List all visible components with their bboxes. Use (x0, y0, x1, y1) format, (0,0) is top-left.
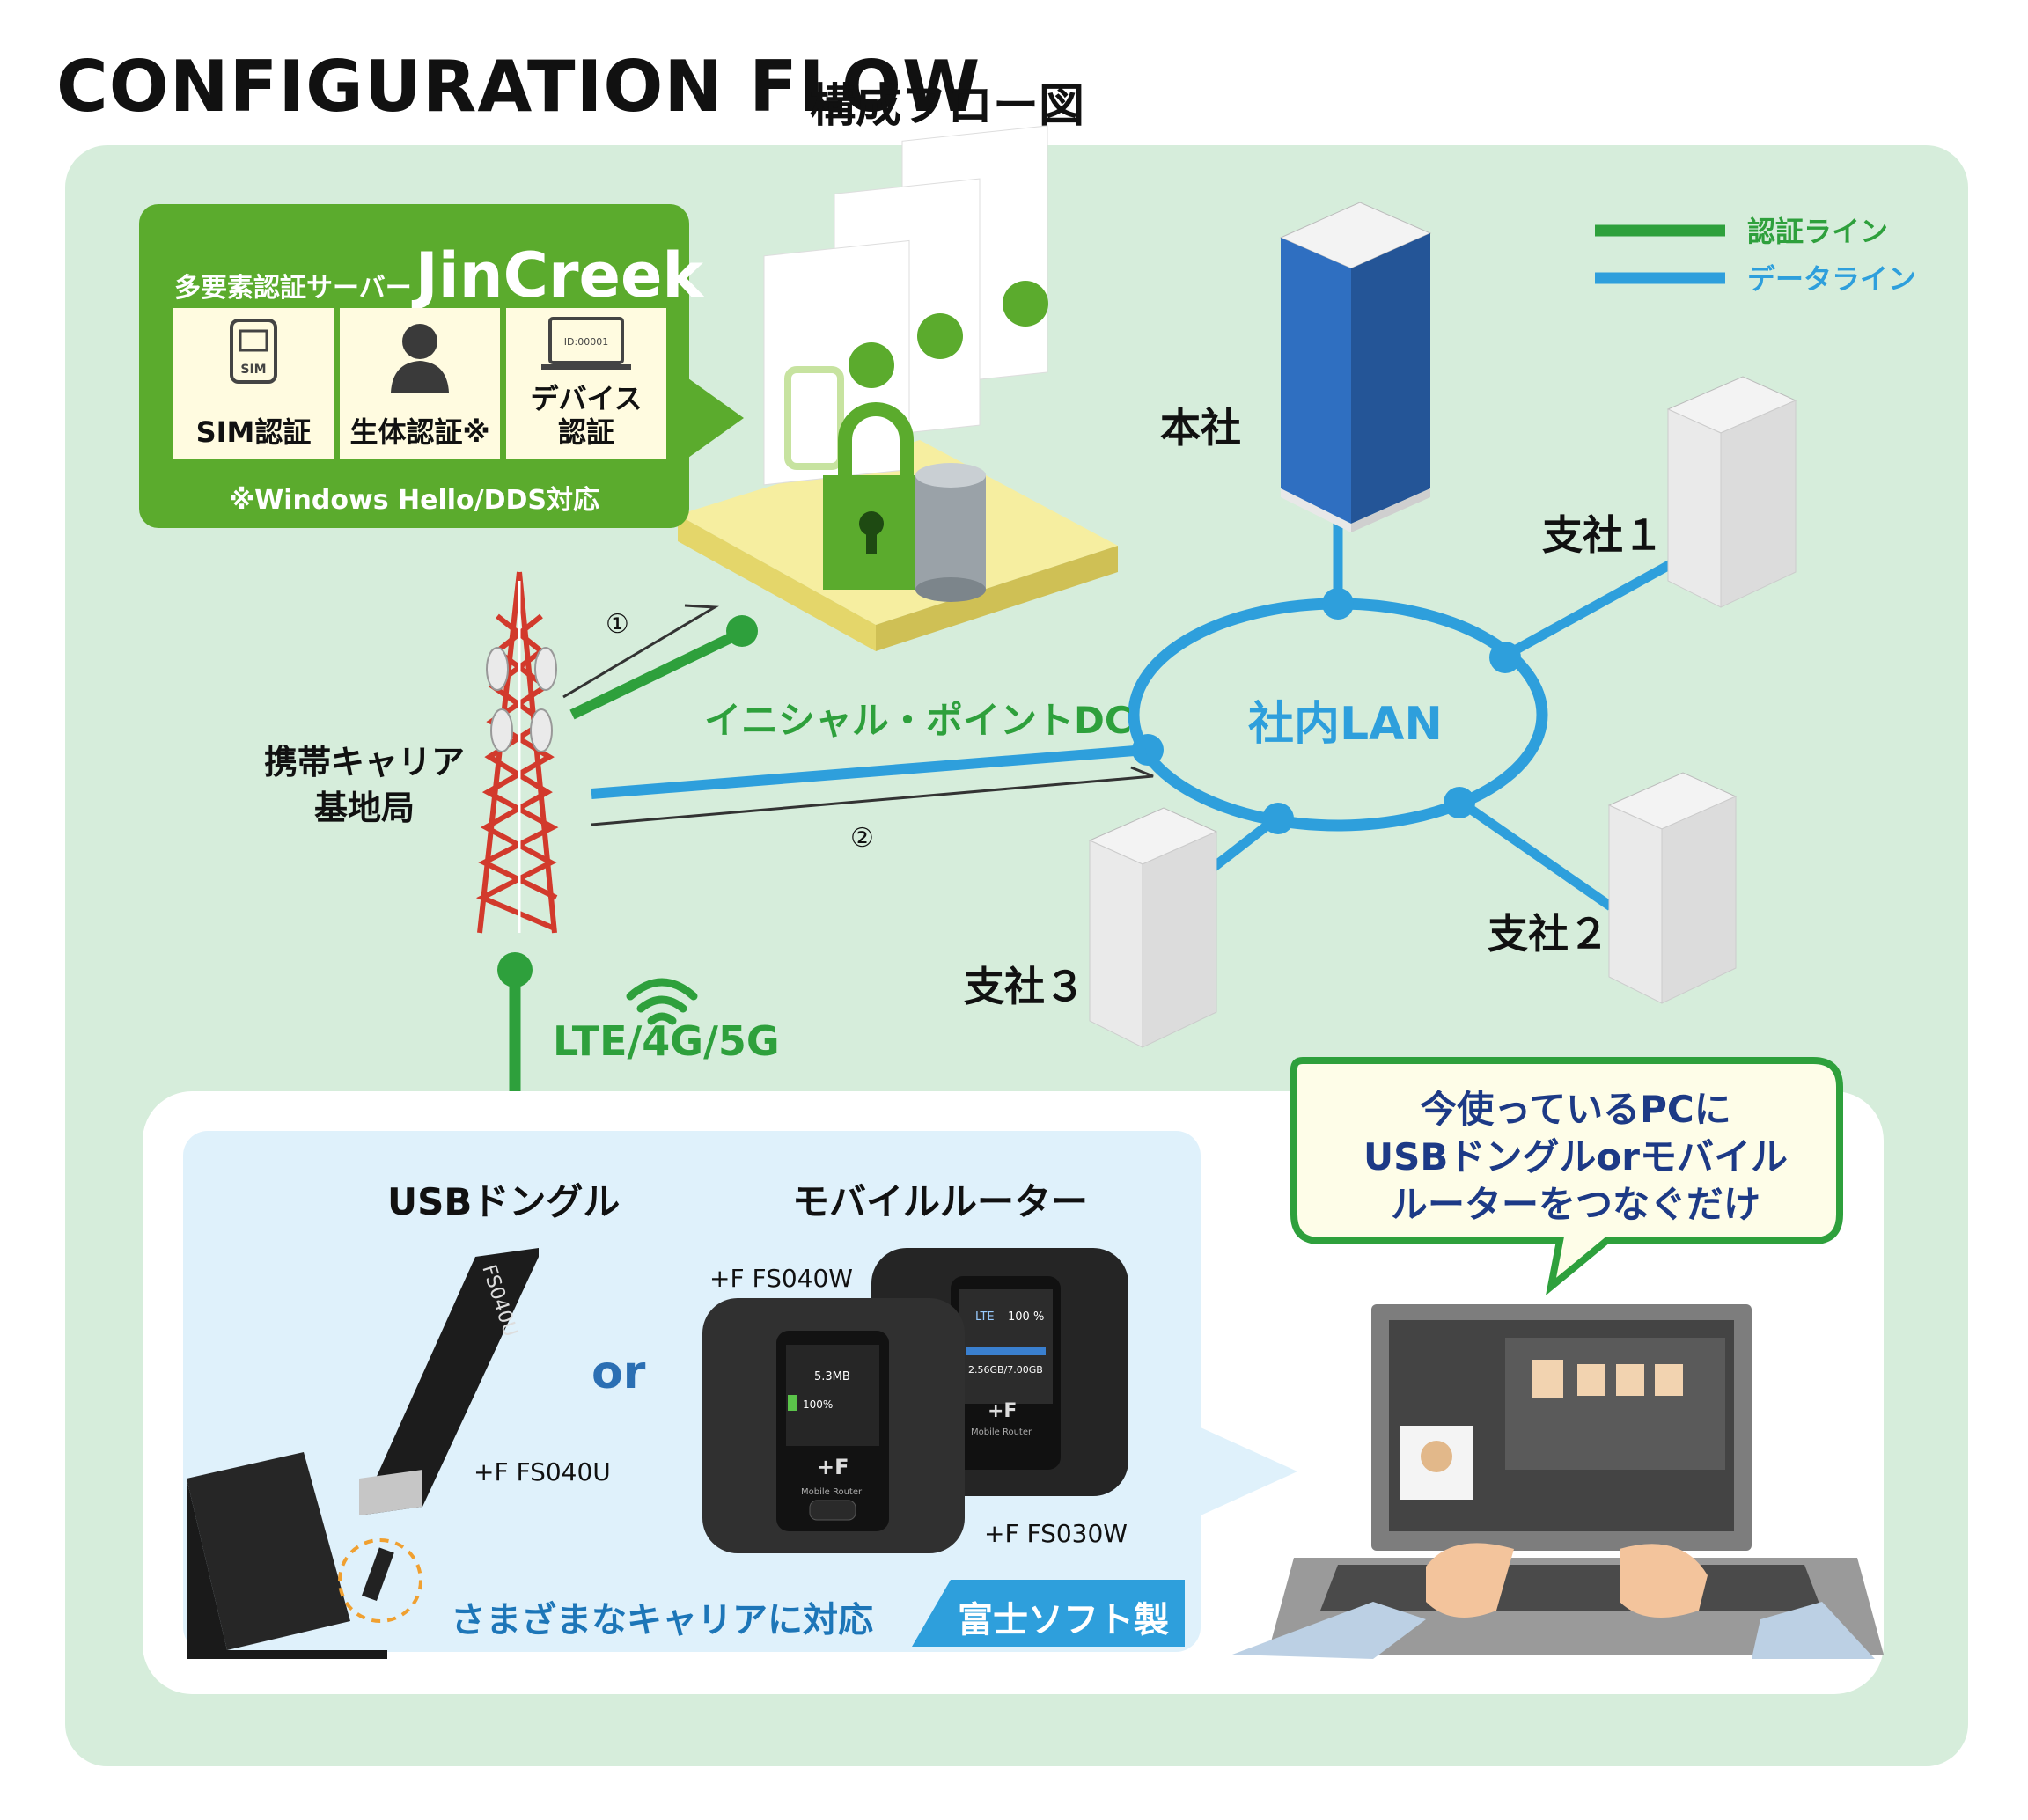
jincreek-note: ※Windows Hello/DDS対応 (229, 485, 599, 516)
lan-label: 社内LAN (1248, 698, 1443, 751)
auth-node (726, 615, 758, 647)
branch1-label: 支社１ (1542, 511, 1664, 559)
fuji-badge-label: 富士ソフト製 (958, 1600, 1169, 1640)
lan-node (1489, 642, 1521, 673)
speech-bubble (1290, 1057, 1843, 1296)
cell-tower-illustration (475, 571, 559, 934)
hq-building (1279, 202, 1432, 532)
lan-link-branch1 (1503, 559, 1675, 660)
small-laptop-image (187, 1452, 422, 1659)
step1-label: ① (606, 609, 629, 640)
router-caption-back: Mobile Router (971, 1427, 1032, 1437)
sim-card-icon: SIM (230, 319, 277, 384)
model-fs040w: +F FS040W (709, 1264, 853, 1293)
bio-auth-cell: 生体認証※ (340, 308, 500, 459)
lan-link-branch2 (1458, 798, 1614, 911)
legend-auth-label: 認証ライン (1747, 215, 1889, 248)
lan-node (1444, 787, 1475, 818)
jincreek-pointer (682, 374, 744, 462)
sim-auth-cell: SIM SIM認証 (173, 308, 334, 459)
wifi-icon (626, 978, 698, 1025)
jincreek-name: JinCreek (415, 239, 703, 312)
branch2-building (1607, 772, 1738, 1004)
datacenter-illustration (678, 125, 1118, 651)
tower-antennas (486, 647, 557, 752)
model-fs040u: +F FS040U (474, 1457, 611, 1486)
lan-node (1322, 588, 1354, 620)
branch3-building (1088, 807, 1218, 1048)
usb-title: USBドングル (387, 1180, 621, 1223)
auth-line (569, 628, 742, 720)
bio-auth-label: 生体認証※ (349, 415, 490, 449)
router-screen-a: 5.3MB (814, 1370, 850, 1383)
router-screen-d: 100 % (1008, 1310, 1044, 1324)
router-caption-front: Mobile Router (801, 1487, 863, 1497)
router-brand-back: +F (988, 1400, 1017, 1422)
page-title: CONFIGURATION FLOW (56, 46, 981, 128)
sim-auth-label: SIM認証 (195, 415, 312, 449)
device-auth-cell: ID:00001 デバイス 認証 (506, 308, 666, 459)
device-icon-text: ID:00001 (564, 336, 608, 348)
router-title: モバイルルーター (792, 1180, 1089, 1223)
lan-node (1262, 803, 1294, 834)
or-text: or (592, 1347, 646, 1399)
router-fs040w-image: 5.3MB 100% +F Mobile Router (702, 1298, 965, 1553)
branch1-building (1666, 376, 1797, 608)
sim-icon-text: SIM (240, 363, 266, 377)
page-title-ja: 構成フロー図 (810, 80, 1085, 133)
person-icon (391, 324, 449, 393)
router-screen-c: 2.56GB/7.00GB (968, 1364, 1043, 1376)
speech-text: 今使っているPCに USBドングルorモバイル ルーターをつなぐだけ (1363, 1088, 1788, 1226)
devices-pointer (1201, 1427, 1297, 1515)
legend-data-label: データライン (1747, 262, 1917, 296)
laptop-icon: ID:00001 (541, 317, 631, 370)
step2-label: ② (850, 823, 874, 854)
device-auth-label: デバイス 認証 (530, 382, 643, 449)
jincreek-heading: 多要素認証サーバーJinCreek (174, 239, 703, 312)
branch3-label: 支社３ (964, 963, 1085, 1010)
arrow-step1 (562, 604, 719, 699)
model-fs030w: +F FS030W (984, 1519, 1128, 1548)
lte-label: LTE/4G/5G (553, 1017, 780, 1065)
fuji-badge-shape (912, 1580, 1185, 1647)
usb-dongle-image: FS040U (359, 1248, 539, 1515)
laptop-image (1232, 1304, 1884, 1659)
carrier-label: 携帯キャリア 基地局 (264, 743, 466, 827)
branch2-label: 支社２ (1488, 910, 1609, 958)
router-brand-front: +F (817, 1455, 849, 1479)
lan-node (1132, 734, 1164, 766)
router-screen-b: 100% (803, 1398, 833, 1411)
lte-node (497, 952, 533, 987)
router-lte-text: LTE (975, 1310, 995, 1324)
hq-label: 本社 (1160, 404, 1241, 451)
datacenter-label: イニシャル・ポイントDC (704, 699, 1132, 742)
data-line (591, 745, 1147, 799)
arrow-step2 (591, 766, 1154, 826)
carrier-support-text: さまざまなキャリアに対応 (451, 1600, 873, 1640)
jincreek-subtitle: 多要素認証サーバー (174, 273, 412, 304)
